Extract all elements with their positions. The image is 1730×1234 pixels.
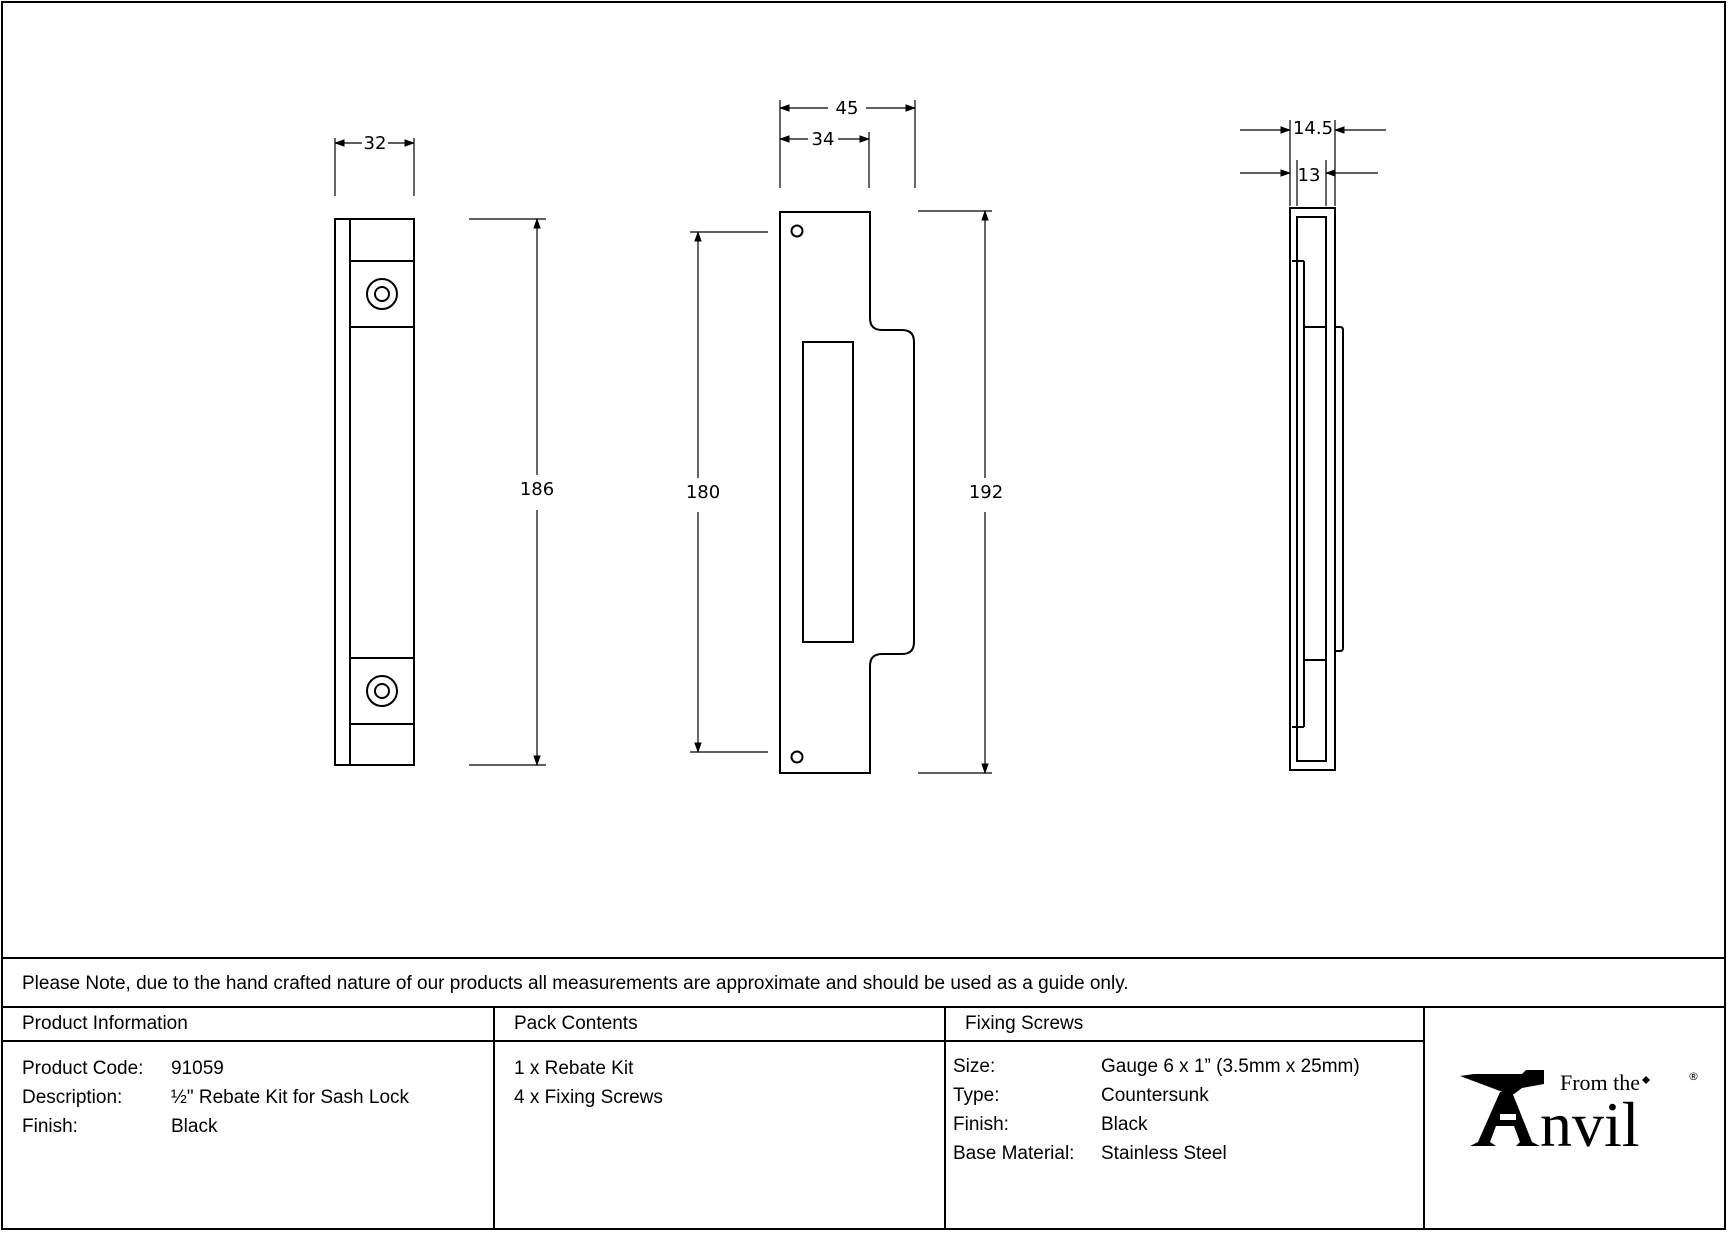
description-label: Description: bbox=[22, 1087, 123, 1108]
screw-size-value: Gauge 6 x 1” (3.5mm x 25mm) bbox=[1101, 1056, 1360, 1077]
screw-material-label: Base Material: bbox=[953, 1143, 1075, 1164]
pack-contents-heading: Pack Contents bbox=[495, 1006, 946, 1042]
info-table: Product Information Product Code: 91059 … bbox=[3, 1006, 1724, 1228]
screw-finish-label: Finish: bbox=[953, 1114, 1009, 1135]
pack-contents-section: Pack Contents 1 x Rebate Kit 4 x Fixing … bbox=[495, 1006, 946, 1228]
plate-view bbox=[779, 211, 915, 774]
dim-side-depth: 14.5 bbox=[1293, 118, 1333, 139]
logo-large-text: nvil bbox=[1540, 1089, 1640, 1154]
brand-logo: From the nvil ® bbox=[1460, 1064, 1700, 1160]
column-divider bbox=[493, 1006, 495, 1228]
dim-front-height: 186 bbox=[520, 479, 554, 500]
dim-hole-spacing: 180 bbox=[686, 482, 720, 503]
front-view bbox=[334, 218, 415, 766]
pack-item: 4 x Fixing Screws bbox=[514, 1087, 663, 1108]
screw-size-label: Size: bbox=[953, 1056, 996, 1077]
dim-plate-width: 45 bbox=[836, 98, 859, 119]
fixing-screws-section: Fixing Screws Size: Gauge 6 x 1” (3.5mm … bbox=[946, 1006, 1425, 1228]
column-divider bbox=[944, 1006, 946, 1228]
measurement-note: Please Note, due to the hand crafted nat… bbox=[3, 957, 1724, 1008]
screw-material-row: Base Material: Stainless Steel bbox=[946, 1139, 1425, 1168]
registered-mark: ® bbox=[1688, 1070, 1699, 1083]
column-divider bbox=[1423, 1006, 1425, 1228]
product-code-label: Product Code: bbox=[22, 1058, 144, 1079]
diamond-icon bbox=[1642, 1076, 1650, 1084]
fixing-screws-heading: Fixing Screws bbox=[946, 1006, 1425, 1042]
screw-finish-row: Finish: Black bbox=[946, 1110, 1425, 1139]
screw-material-value: Stainless Steel bbox=[1101, 1143, 1227, 1164]
dim-plate-height: 192 bbox=[969, 482, 1003, 503]
technical-drawing: 32 186 45 34 180 192 14.5 13 bbox=[333, 98, 1386, 775]
side-view bbox=[1289, 207, 1344, 771]
finish-label: Finish: bbox=[22, 1116, 78, 1137]
product-info-section: Product Information Product Code: 91059 … bbox=[3, 1006, 494, 1228]
product-code-value: 91059 bbox=[171, 1058, 224, 1079]
screw-finish-value: Black bbox=[1101, 1114, 1148, 1135]
screw-type-value: Countersunk bbox=[1101, 1085, 1209, 1106]
screw-type-row: Type: Countersunk bbox=[946, 1081, 1425, 1110]
pack-item: 1 x Rebate Kit bbox=[514, 1058, 634, 1079]
logo-small-text: From the bbox=[1560, 1070, 1640, 1095]
description-value: ½" Rebate Kit for Sash Lock bbox=[171, 1087, 410, 1108]
product-code-row: Product Code: 91059 bbox=[3, 1054, 494, 1083]
screw-type-label: Type: bbox=[953, 1085, 1000, 1106]
finish-row: Finish: Black bbox=[3, 1112, 494, 1141]
anvil-icon bbox=[1460, 1070, 1544, 1146]
dim-plate-inner-width: 34 bbox=[812, 129, 835, 150]
finish-value: Black bbox=[171, 1116, 218, 1137]
description-row: Description: ½" Rebate Kit for Sash Lock bbox=[3, 1083, 494, 1112]
screw-size-row: Size: Gauge 6 x 1” (3.5mm x 25mm) bbox=[946, 1052, 1425, 1081]
dim-side-inner-depth: 13 bbox=[1298, 165, 1321, 186]
product-info-heading: Product Information bbox=[3, 1006, 494, 1042]
dim-front-width: 32 bbox=[364, 133, 387, 154]
